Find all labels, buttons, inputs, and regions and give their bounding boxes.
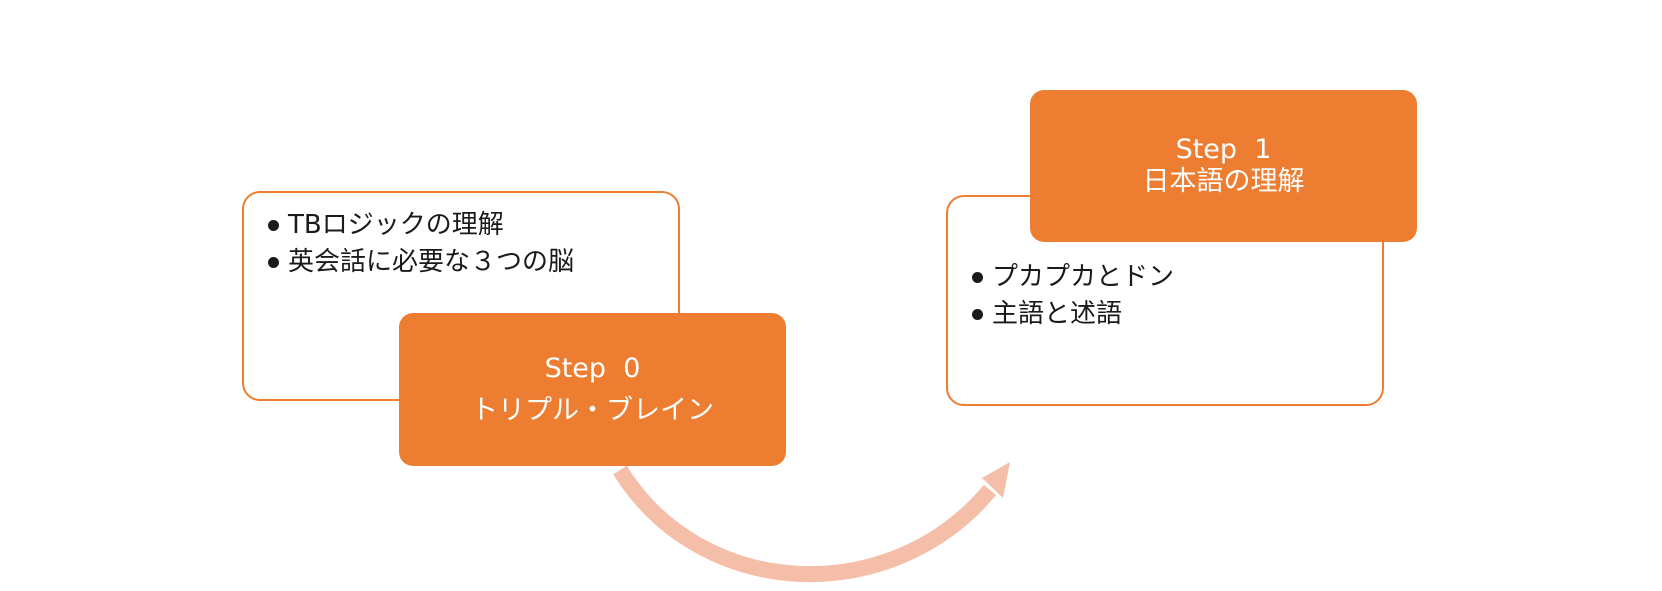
step1-header-box: Step 1 日本語の理解 <box>1030 90 1417 242</box>
step0-details-box: TBロジックの理解 英会話に必要な３つの脳 <box>242 191 680 401</box>
connector-arrow-curve <box>613 465 997 583</box>
bullet-icon <box>972 272 983 283</box>
step1-details-box: プカプカとドン 主語と述語 <box>946 195 1384 406</box>
step0-bullet-item: TBロジックの理解 <box>266 207 658 244</box>
bullet-icon <box>268 220 279 231</box>
step1-bullet-item: プカプカとドン <box>970 259 1362 296</box>
step0-header-box: Step 0 トリプル・ブレイン <box>399 313 786 466</box>
step1-bullet-text: プカプカとドン <box>992 262 1175 292</box>
step1-title: Step 1 <box>1175 134 1272 165</box>
step1-bullet-list: プカプカとドン 主語と述語 <box>970 259 1362 333</box>
step0-bullet-list: TBロジックの理解 英会話に必要な３つの脳 <box>266 207 658 281</box>
step0-bullet-item: 英会話に必要な３つの脳 <box>266 244 658 281</box>
bullet-icon <box>268 257 279 268</box>
step1-bullet-item: 主語と述語 <box>970 296 1362 333</box>
bullet-icon <box>972 309 983 320</box>
step0-title: Step 0 <box>544 352 641 384</box>
step1-subtitle: 日本語の理解 <box>1142 166 1305 197</box>
step1-bullet-text: 主語と述語 <box>992 299 1123 329</box>
step0-subtitle: トリプル・ブレイン <box>471 394 714 426</box>
connector-arrowhead-icon <box>982 462 1010 498</box>
step0-bullet-text: TBロジックの理解 <box>288 210 504 240</box>
step0-bullet-text: 英会話に必要な３つの脳 <box>288 247 575 277</box>
